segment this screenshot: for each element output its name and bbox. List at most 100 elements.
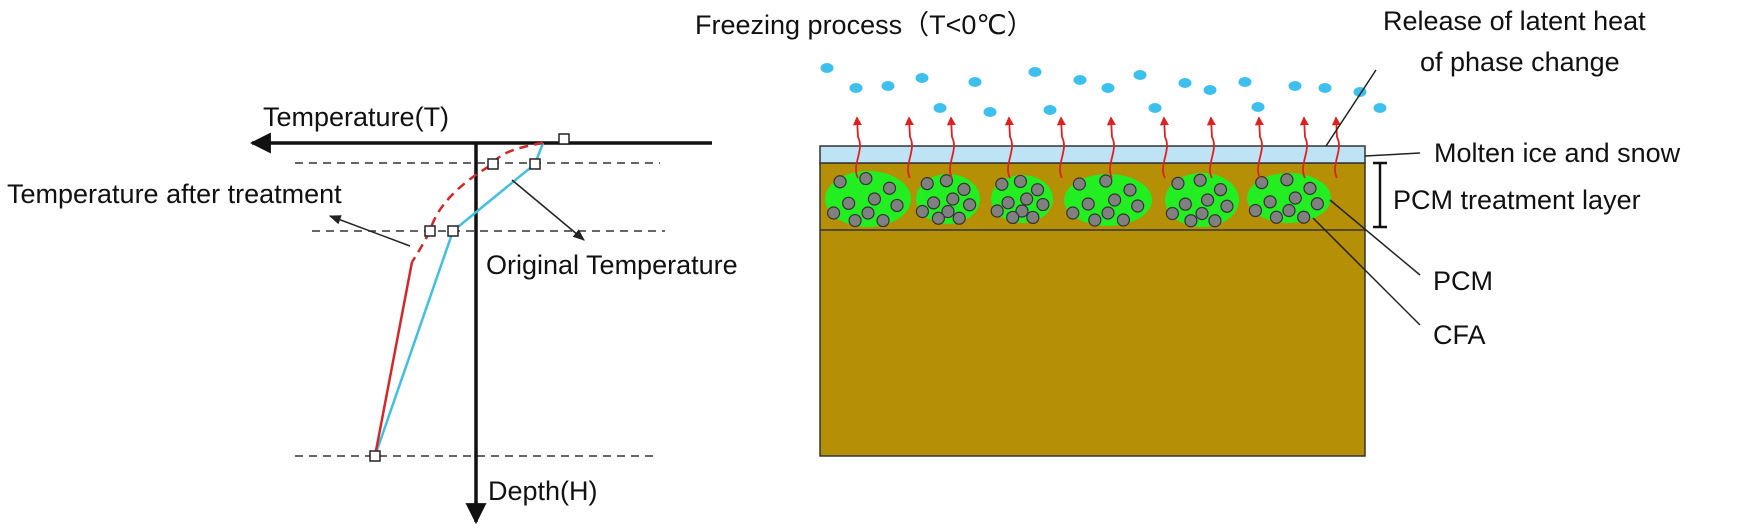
cfa-particle [833, 175, 847, 189]
label-original-temperature: Original Temperature [486, 250, 738, 280]
cfa-particle [1020, 192, 1034, 206]
cfa-particle [990, 204, 1004, 218]
original-temperature-curve [373, 142, 545, 457]
cfa-particle [1269, 210, 1284, 224]
pointer-arrow-after-treatment [328, 215, 411, 247]
snowflake-icon [1043, 105, 1057, 115]
leader-line-latent-heat [1325, 69, 1377, 147]
label-pcm-treatment-layer: PCM treatment layer [1393, 185, 1641, 215]
cfa-particle [1208, 214, 1222, 228]
cfa-particle [1282, 203, 1296, 218]
cfa-particle [926, 196, 941, 210]
snowflake-icon [849, 83, 863, 93]
cfa-particle [1171, 176, 1185, 190]
treated-temperature-curve [410, 141, 544, 263]
heat-release-arrow [1159, 116, 1169, 179]
heat-release-arrow [1331, 116, 1341, 179]
cfa-particle [1165, 206, 1180, 221]
cfa-particle [826, 206, 841, 220]
cfa-particle [1036, 197, 1050, 212]
cfa-particle [1101, 206, 1115, 220]
cfa-particle [941, 204, 955, 219]
leader-line-molten [1364, 152, 1421, 157]
cfa-particle [1255, 176, 1269, 190]
cfa-particle [1088, 213, 1102, 227]
pcm-clusters [825, 171, 1331, 228]
snowflake-icon [1238, 77, 1252, 87]
cfa-particle [848, 213, 862, 228]
cfa-particle [1310, 197, 1324, 211]
label-latent-heat-line1: Release of latent heat [1383, 6, 1646, 36]
heat-release-arrow [904, 116, 914, 179]
snowflake-icon [1373, 103, 1387, 113]
snowflake-icon [968, 77, 982, 87]
label-pcm: PCM [1433, 266, 1493, 296]
cfa-particle [1297, 210, 1311, 224]
heat-release-arrow [1056, 116, 1066, 179]
cfa-particle [890, 198, 904, 213]
latent-heat-arrows [852, 116, 1341, 179]
snowflake-icon [1148, 103, 1162, 113]
label-temperature-after-treatment: Temperature after treatment [7, 179, 342, 209]
cfa-particle [1107, 193, 1122, 207]
cfa-particle [995, 177, 1009, 191]
cfa-particle [1178, 197, 1192, 211]
heat-release-arrow [852, 116, 862, 179]
cfa-particle [1131, 199, 1145, 213]
cfa-particle [1220, 199, 1234, 213]
cfa-particle [859, 171, 873, 186]
cfa-particle [931, 211, 946, 225]
snowflake-icon [1203, 85, 1217, 95]
data-marker [529, 158, 541, 170]
cfa-particle [1001, 196, 1015, 210]
snowflake-icon [820, 63, 834, 73]
depth-axis-label: Depth(H) [488, 476, 598, 506]
pcm-layer-bracket [1373, 161, 1387, 229]
heat-release-arrow [1206, 116, 1216, 179]
cfa-particle [939, 174, 954, 188]
cfa-particle [1015, 204, 1029, 218]
temperature-depth-diagram: Temperature(T) Temperature after treatme… [7, 102, 738, 525]
heat-release-arrow [946, 116, 956, 179]
cfa-particle [1280, 173, 1294, 187]
cfa-particle [1066, 206, 1080, 220]
cfa-particle [1030, 183, 1045, 197]
data-marker [558, 133, 570, 145]
cfa-particle [1288, 191, 1302, 205]
cfa-particle [1026, 210, 1040, 225]
label-molten-ice-snow: Molten ice and snow [1434, 138, 1681, 168]
molten-ice-layer [819, 145, 1366, 164]
cfa-particle [1099, 174, 1113, 188]
snowflake-icon [1318, 83, 1332, 93]
snowflake-icon [983, 107, 997, 117]
leader-line-pcm [1329, 199, 1421, 276]
cfa-particle [1200, 193, 1215, 207]
temperature-axis-label: Temperature(T) [263, 102, 449, 132]
label-latent-heat-line2: of phase change [1420, 47, 1620, 77]
cfa-particle [1123, 183, 1137, 197]
heat-release-arrow [1299, 116, 1309, 179]
data-marker [447, 225, 459, 237]
treated-temperature-curve-lower [373, 261, 414, 457]
cfa-particle [1263, 195, 1277, 209]
pointer-arrow-original [511, 179, 585, 241]
pcm-pavement-diagram: Freezing process（T<0℃） Release of latent… [695, 6, 1681, 457]
data-marker [487, 158, 499, 170]
snowflake-icon [1028, 67, 1042, 77]
cfa-particle [876, 213, 890, 228]
cfa-particle [946, 192, 960, 206]
snowflake-icon [1133, 70, 1147, 80]
cfa-particle [920, 177, 934, 191]
cfa-particle [952, 211, 966, 225]
cfa-particle [1195, 206, 1209, 221]
freezing-process-title: Freezing process（T<0℃） [695, 10, 1034, 40]
snowflakes [820, 63, 1387, 117]
cfa-particle [915, 204, 930, 219]
cfa-particle [962, 198, 977, 212]
cfa-particle [1072, 177, 1087, 191]
cfa-particle [1303, 181, 1317, 195]
cfa-particle [1248, 203, 1263, 218]
cfa-particle [1013, 174, 1028, 189]
